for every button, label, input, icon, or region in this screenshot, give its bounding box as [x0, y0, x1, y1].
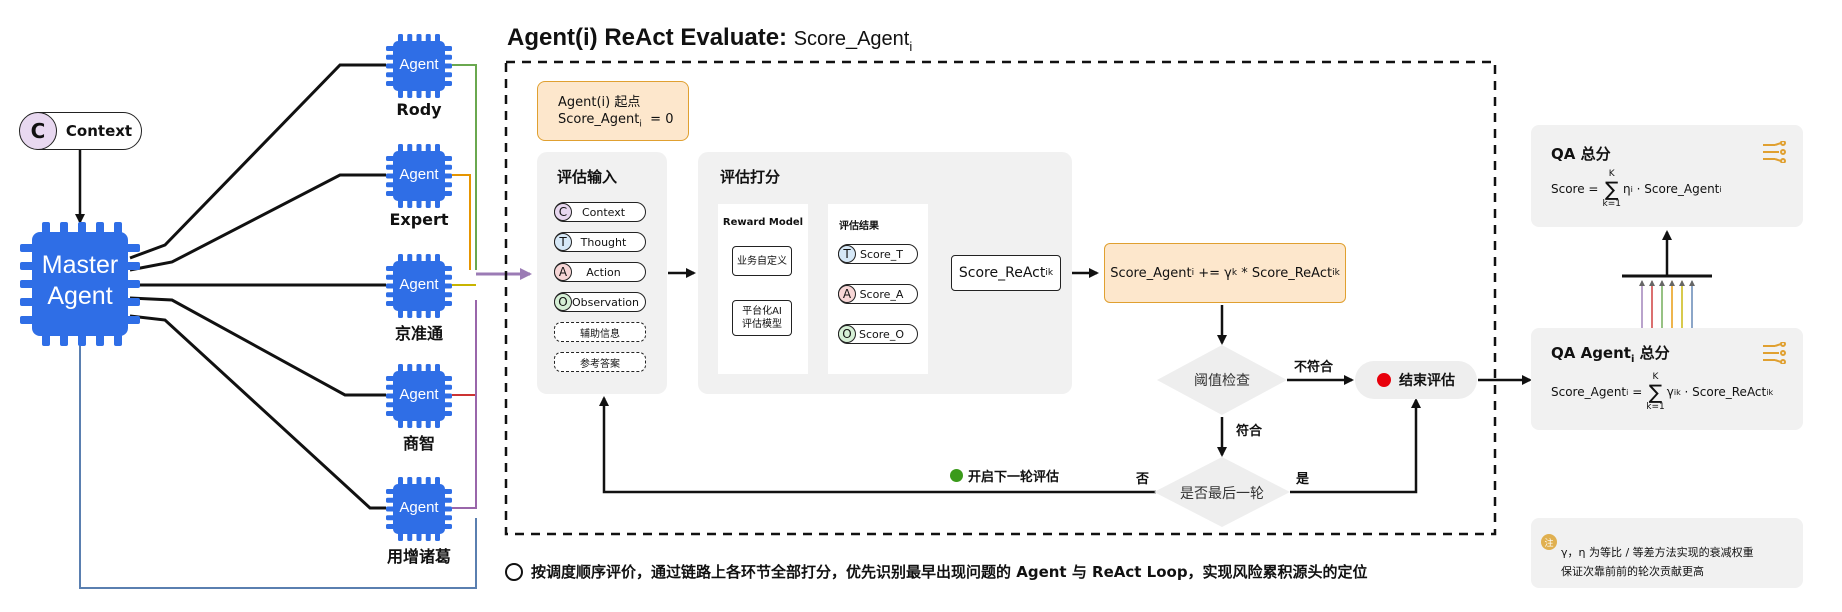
start-line1: Agent(i) 起点	[558, 95, 641, 110]
master-agent-line2: Agent	[47, 282, 113, 310]
last-round-yes-label: 是	[1296, 472, 1310, 487]
qa-icon-2	[1761, 341, 1787, 368]
context-circle: C	[19, 112, 57, 150]
threshold-pass-label: 符合	[1236, 424, 1263, 439]
agent-chip-label: Agent	[399, 499, 439, 516]
last-round-label: 是否最后一轮	[1180, 486, 1264, 502]
qa-icon-1	[1761, 140, 1787, 167]
react-title-bold: Agent(i) ReAct Evaluate:	[507, 24, 788, 51]
note-card: 注 γ，η 为等比 / 等差方法实现的衰减权重 保证次靠前前的轮次贡献更高	[1531, 518, 1803, 588]
input-pill-circle: T	[554, 233, 572, 251]
agent-chip-1: Agent	[386, 34, 452, 98]
input-dashed-2: 参考答案	[554, 352, 646, 372]
threshold-label: 阈值检查	[1194, 373, 1250, 389]
business-custom-box: 业务自定义	[732, 246, 792, 276]
react-title: Agent(i) ReAct Evaluate: Score_Agenti	[507, 24, 912, 54]
start-line2: Score_Agenti = 0	[558, 112, 674, 130]
input-pill-context: C Context	[554, 202, 646, 222]
input-pill-circle: C	[554, 203, 572, 221]
agent-chip-label: Agent	[399, 276, 439, 293]
master-agent-chip: Master Agent	[20, 222, 140, 346]
result-pill-label: Score_A	[859, 287, 904, 301]
eval-score-title: 评估打分	[720, 168, 781, 186]
react-title-normal: Score_Agent	[793, 28, 910, 50]
agent-name-1: Rody	[396, 100, 442, 119]
last-round-no-label: 否	[1136, 472, 1150, 487]
footer-circle-icon	[505, 562, 523, 581]
agent-chip-label: Agent	[399, 56, 439, 73]
input-pill-label: Thought	[580, 235, 627, 249]
agent-chip-4: Agent	[386, 364, 452, 428]
eval-input-title: 评估输入	[557, 168, 618, 186]
result-pill-label: Score_O	[859, 327, 904, 341]
qa-agent-title: QA Agenti 总分	[1551, 344, 1670, 365]
qa-total-title: QA 总分	[1551, 145, 1611, 163]
input-pill-action: A Action	[554, 262, 646, 282]
agent-chip-3: Agent	[386, 254, 452, 318]
agent-name-5: 用增诸葛	[386, 547, 451, 566]
input-dashed-1: 辅助信息	[554, 322, 646, 342]
agent-chip-5: Agent	[386, 477, 452, 541]
input-pill-label: Action	[586, 265, 621, 279]
input-pill-thought: T Thought	[554, 232, 646, 252]
start-box: Agent(i) 起点 Score_Agenti = 0	[537, 81, 689, 141]
agent-chip-label: Agent	[399, 166, 439, 183]
context-node: C Context	[19, 112, 142, 150]
footer-note: 按调度顺序评价，通过链路上各环节全部打分，优先识别最早出现问题的 Agent 与…	[505, 561, 1368, 582]
next-round-label: 开启下一轮评估	[950, 466, 1059, 485]
agent-chip-label: Agent	[399, 386, 439, 403]
result-pill-circle: T	[838, 245, 856, 263]
note-line1: γ，η 为等比 / 等差方法实现的衰减权重	[1561, 546, 1754, 559]
reward-model-title: Reward Model	[722, 217, 804, 228]
agent-name-4: 商智	[402, 434, 435, 453]
master-chip-icon	[20, 222, 140, 346]
note-icon: 注	[1541, 534, 1557, 550]
master-agent-line1: Master	[41, 251, 119, 279]
agent-chip-2: Agent	[386, 144, 452, 208]
end-dot	[1377, 373, 1391, 387]
note-line2: 保证次靠前前的轮次贡献更高	[1561, 565, 1704, 578]
agent-name-3: 京准通	[394, 324, 443, 343]
last-round-diamond	[1154, 457, 1290, 527]
input-pill-circle: O	[554, 293, 572, 311]
react-title-sub: i	[909, 38, 913, 54]
agent-name-2: Expert	[389, 210, 449, 229]
threshold-diamond	[1157, 345, 1287, 415]
threshold-fail-label: 不符合	[1294, 360, 1334, 375]
end-eval-node: 结束评估	[1355, 361, 1477, 399]
result-pill-circle: O	[838, 325, 856, 343]
input-pill-circle: A	[554, 263, 572, 281]
next-dot	[950, 469, 963, 482]
input-pill-label: Context	[581, 205, 626, 219]
context-label: Context	[65, 122, 133, 140]
aggregation-arrows	[1639, 280, 1695, 330]
results-title: 评估结果	[839, 221, 879, 232]
input-pill-label: Observation	[572, 295, 639, 309]
result-pill-label: Score_T	[859, 247, 904, 261]
result-pill-circle: A	[838, 285, 856, 303]
